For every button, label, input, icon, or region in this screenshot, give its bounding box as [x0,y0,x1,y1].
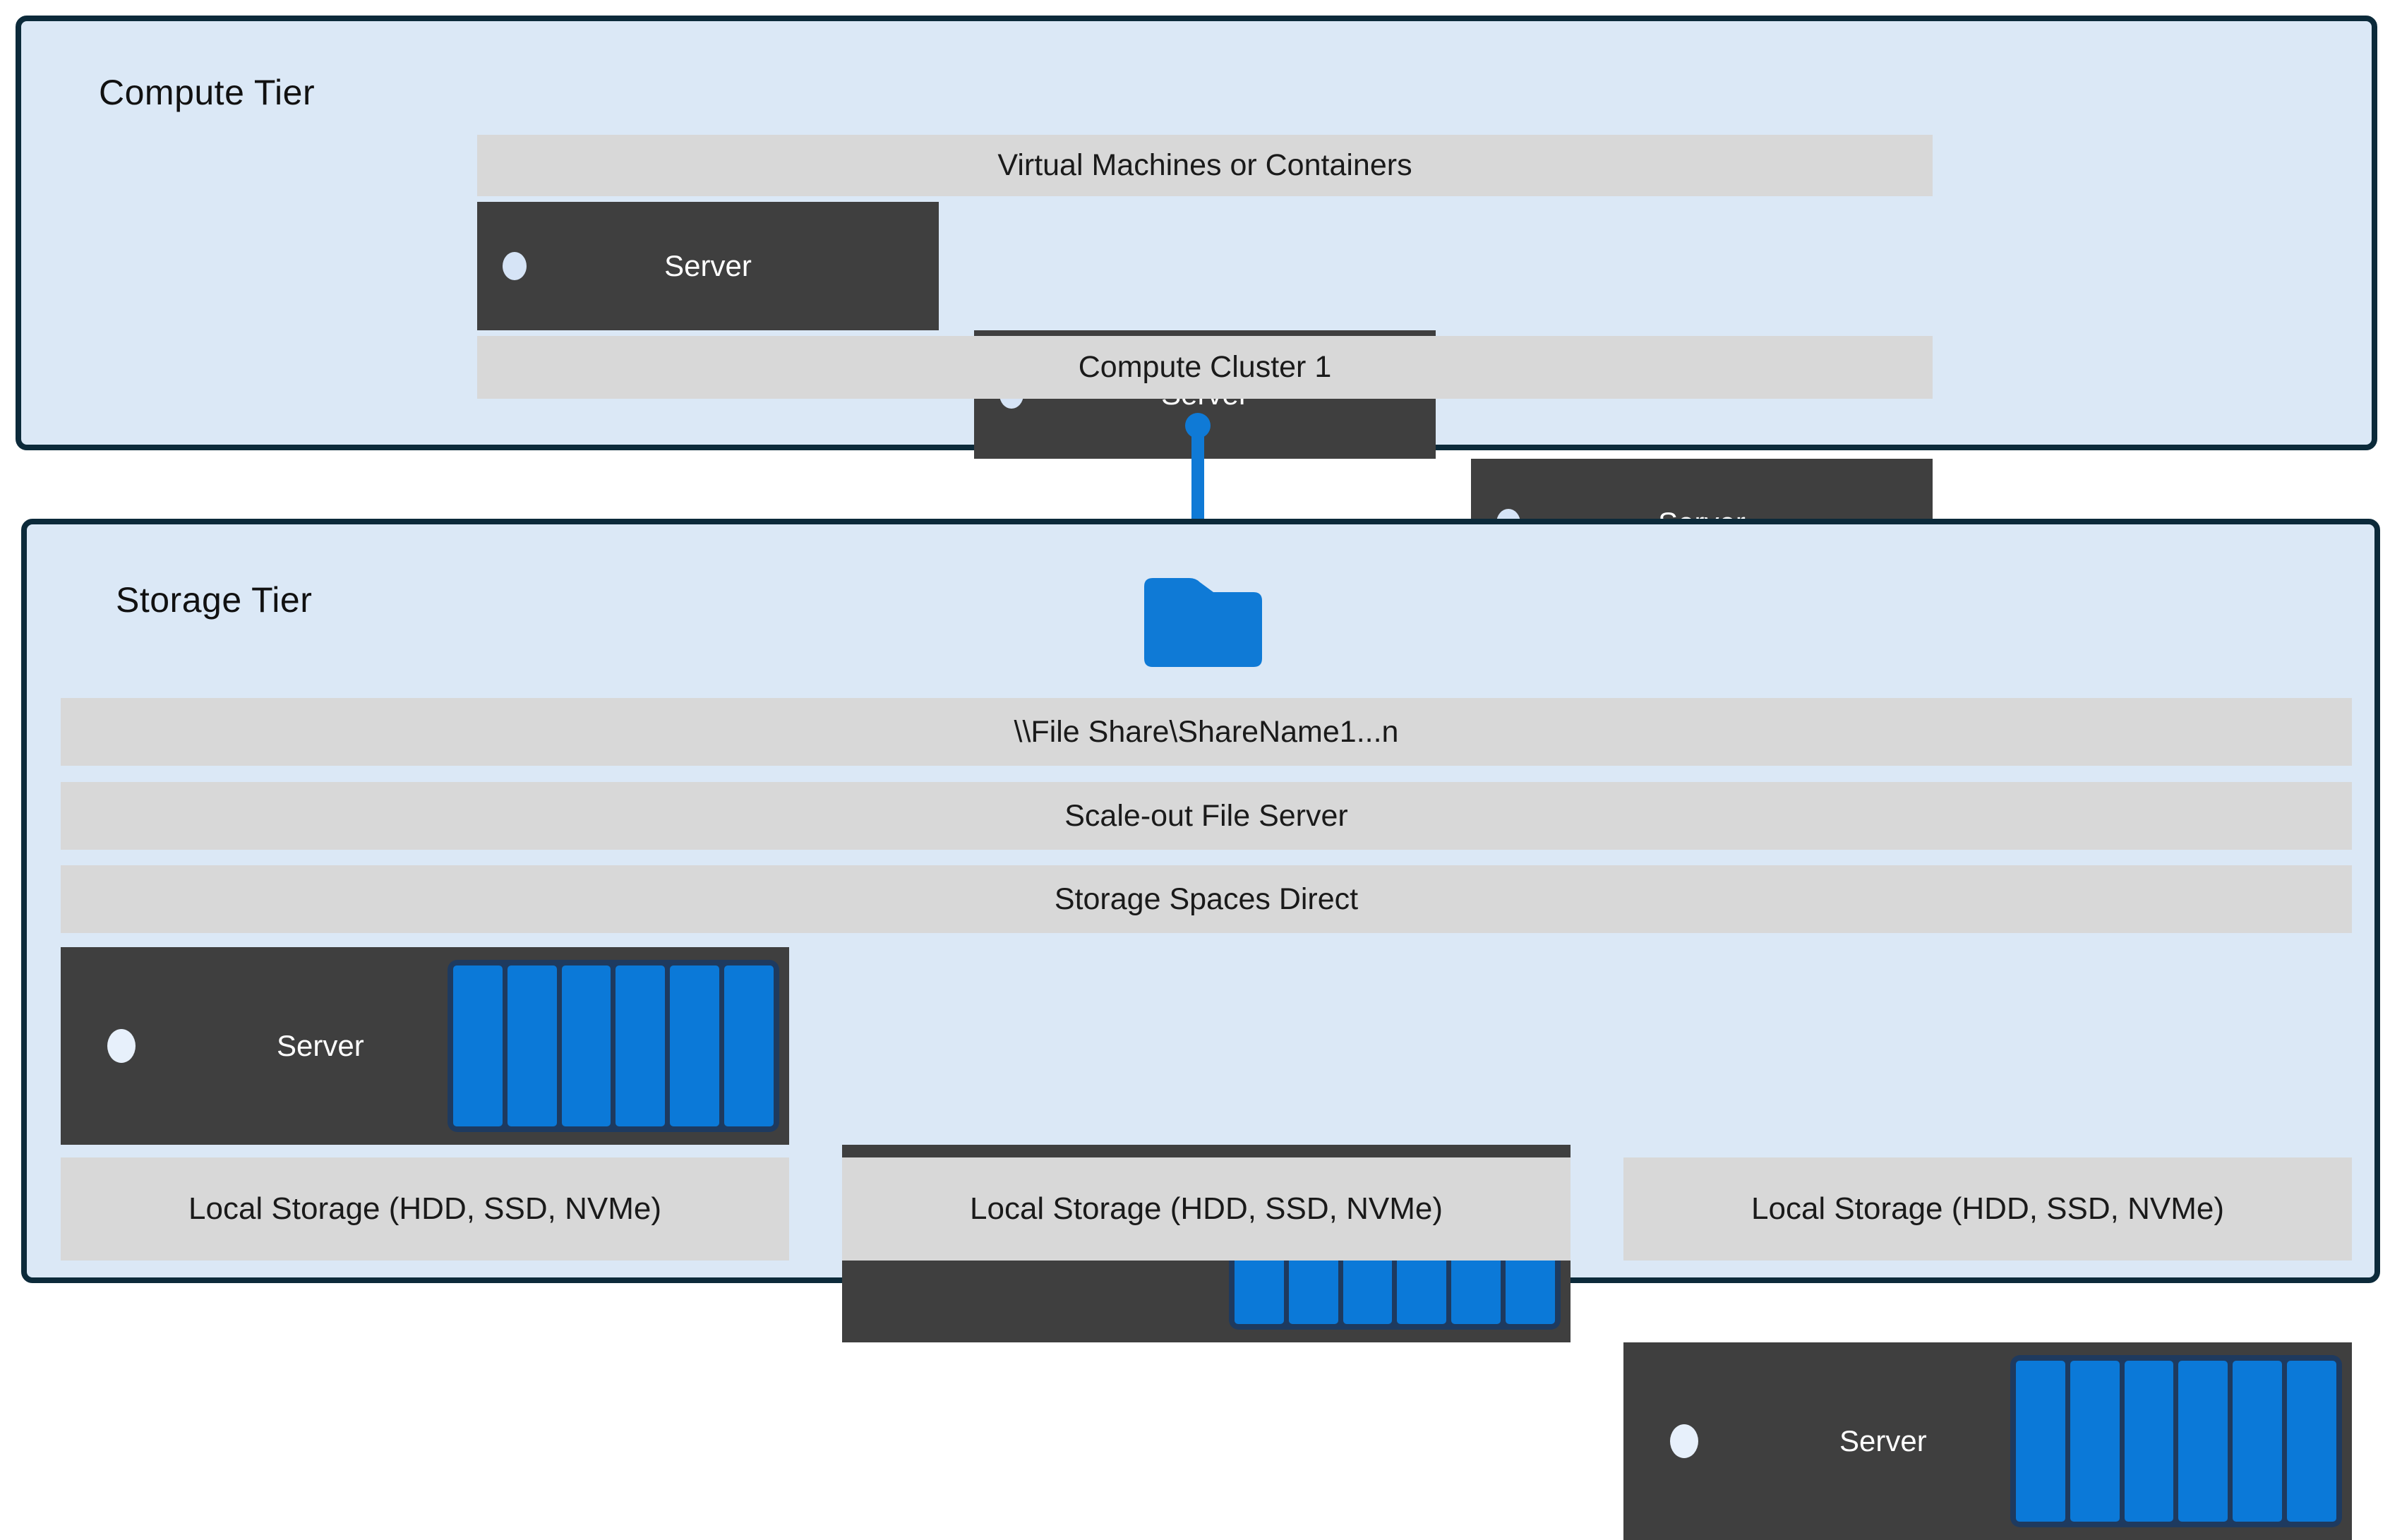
storage-node-3-label: Server [1839,1424,1927,1457]
disk-icon [2124,1361,2174,1522]
compute-server-1: Server [477,202,939,330]
local-storage-bar-2-label: Local Storage (HDD, SSD, NVMe) [970,1191,1443,1226]
local-storage-bar-1-label: Local Storage (HDD, SSD, NVMe) [188,1191,661,1226]
storage-spaces-direct-bar: Storage Spaces Direct [61,865,2352,933]
compute-tier-container: Compute Tier Virtual Machines or Contain… [16,16,2377,587]
disk-icon [615,965,666,1126]
local-storage-bar-3-label: Local Storage (HDD, SSD, NVMe) [1751,1191,2224,1226]
vm-containers-bar-label: Virtual Machines or Containers [997,148,1412,182]
compute-tier-title: Compute Tier [99,73,316,112]
vm-containers-bar: Virtual Machines or Containers [477,135,1933,196]
disk-group [448,960,779,1132]
storage-node-3: Server [1623,1342,2352,1540]
compute-server-1-label: Server [664,249,752,282]
led-dot-icon [1670,1424,1698,1458]
file-share-bar: \\File Share\ShareName1...n [61,698,2352,766]
compute-cluster-bar-label: Compute Cluster 1 [1078,350,1332,384]
disk-icon [453,965,503,1126]
folder-icon [1144,578,1262,667]
local-storage-bar-3: Local Storage (HDD, SSD, NVMe) [1623,1157,2352,1261]
local-storage-bar-2: Local Storage (HDD, SSD, NVMe) [842,1157,1571,1261]
disk-icon [561,965,611,1126]
storage-spaces-direct-bar-label: Storage Spaces Direct [1054,882,1359,916]
disk-icon [2016,1361,2065,1522]
file-share-bar-label: \\File Share\ShareName1...n [1014,714,1399,749]
storage-node-1: Server [61,947,789,1145]
disk-icon [724,965,774,1126]
storage-tier-title: Storage Tier [116,580,313,620]
disk-icon [2233,1361,2283,1522]
disk-group [2010,1355,2342,1527]
disk-icon [670,965,720,1126]
disk-icon [2070,1361,2120,1522]
disk-icon [2178,1361,2228,1522]
scale-out-file-server-bar-label: Scale-out File Server [1064,798,1348,833]
local-storage-bar-1: Local Storage (HDD, SSD, NVMe) [61,1157,789,1261]
connector-top-dot-icon [1185,413,1211,438]
disk-icon [507,965,557,1126]
led-dot-icon [107,1029,136,1063]
disk-icon [2287,1361,2336,1522]
scale-out-file-server-bar: Scale-out File Server [61,782,2352,850]
led-dot-icon [503,252,527,280]
storage-node-1-label: Server [277,1029,364,1062]
storage-tier-container: Storage Tier \\File Share\ShareName1...n… [21,519,2380,1540]
compute-cluster-bar: Compute Cluster 1 [477,336,1933,399]
